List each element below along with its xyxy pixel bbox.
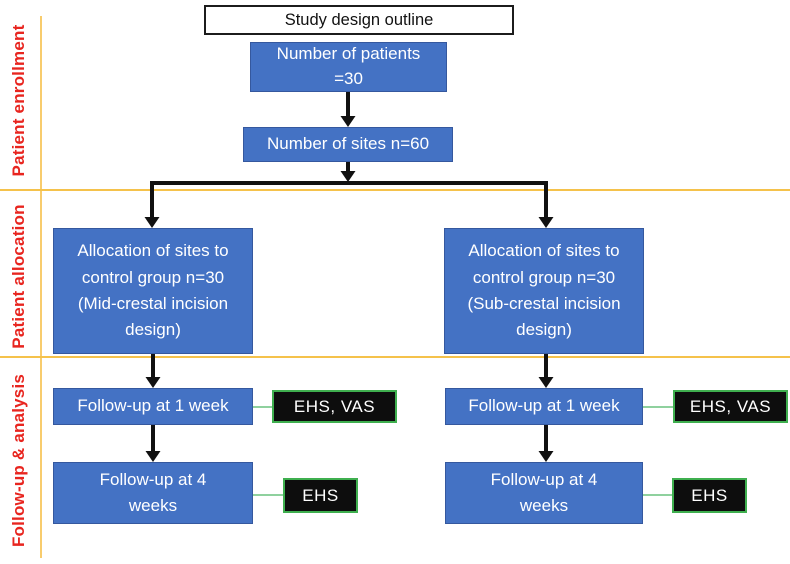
stage-divider-allocation-followup xyxy=(0,356,790,358)
title-box: Study design outline xyxy=(204,5,514,35)
stage-label-patient-enrollment: Patient enrollment xyxy=(9,24,28,177)
measure-connector-left-week1 xyxy=(253,406,272,408)
box-followup-4-weeks-left: Follow-up at 4 weeks xyxy=(53,462,253,524)
box-followup-1-week-left: Follow-up at 1 week xyxy=(53,388,253,425)
measure-connector-right-week4 xyxy=(643,494,672,496)
arrowhead xyxy=(538,217,554,228)
box-number-of-patients: Number of patients =30 xyxy=(250,42,447,92)
tag-ehs-vas-left: EHS, VAS xyxy=(272,390,397,423)
stage-label-patient-allocation: Patient allocation xyxy=(9,204,28,349)
measure-connector-left-week4 xyxy=(253,494,283,496)
arrowhead xyxy=(538,377,554,388)
stage-divider-vertical xyxy=(40,16,42,558)
arrowhead xyxy=(340,171,356,182)
stage-label-followup-analysis: Follow-up & analysis xyxy=(9,373,28,548)
arrowhead xyxy=(145,377,161,388)
arrowhead xyxy=(538,451,554,462)
arrowhead xyxy=(340,116,356,127)
tag-ehs-left: EHS xyxy=(283,478,358,513)
tag-ehs-vas-right: EHS, VAS xyxy=(673,390,788,423)
box-allocation-mid-crestal: Allocation of sites to control group n=3… xyxy=(53,228,253,354)
box-followup-4-weeks-right: Follow-up at 4 weeks xyxy=(445,462,643,524)
measure-connector-right-week1 xyxy=(643,406,673,408)
arrowhead xyxy=(145,451,161,462)
box-followup-1-week-right: Follow-up at 1 week xyxy=(445,388,643,425)
arrowhead xyxy=(144,217,160,228)
box-number-of-sites: Number of sites n=60 xyxy=(243,127,453,162)
tag-ehs-right: EHS xyxy=(672,478,747,513)
stage-divider-enrollment-allocation xyxy=(0,189,790,191)
box-allocation-sub-crestal: Allocation of sites to control group n=3… xyxy=(444,228,644,354)
